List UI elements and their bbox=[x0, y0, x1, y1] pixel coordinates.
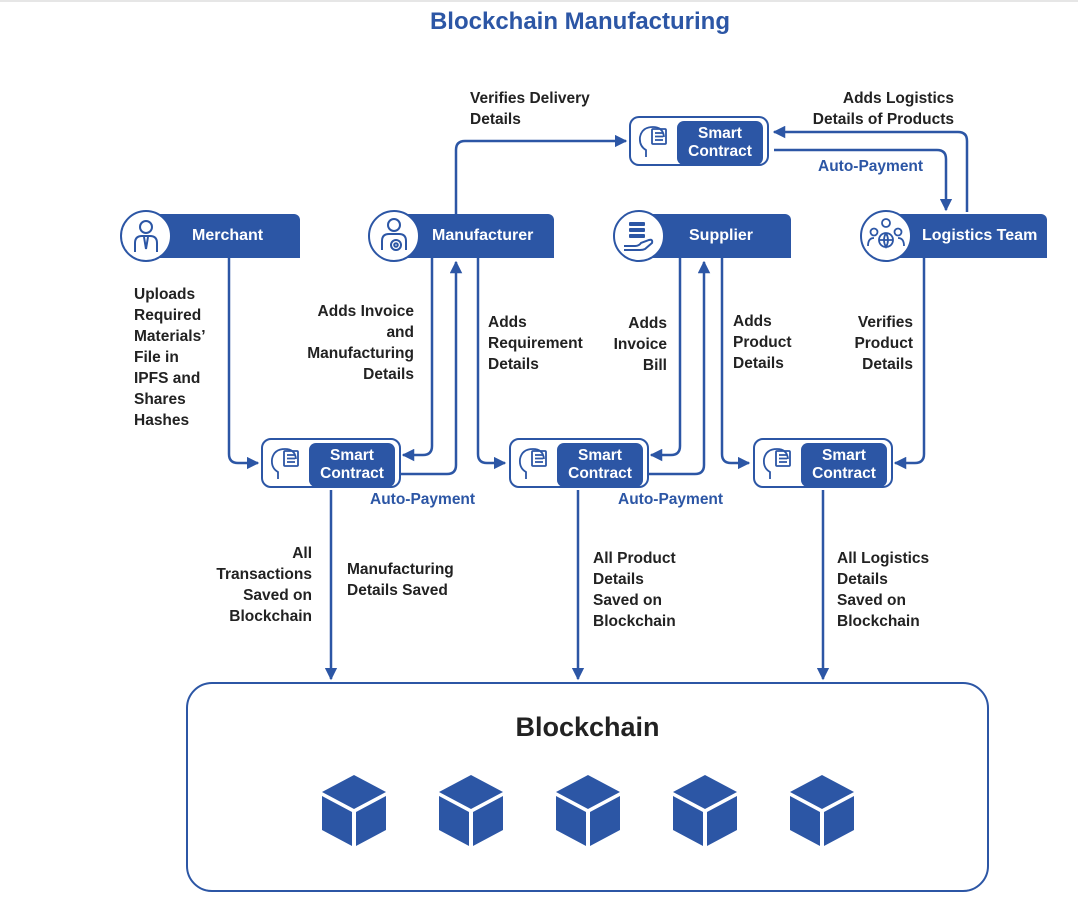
wire-merchant-to-left-contract bbox=[227, 258, 260, 470]
actor-merchant: Merchant bbox=[150, 214, 300, 258]
cube-icon bbox=[439, 775, 503, 846]
actor-merchant-label: Merchant bbox=[192, 227, 264, 244]
wire-middle-contract-to-supplier bbox=[649, 260, 711, 476]
wire-manufacturer-to-top-contract bbox=[454, 134, 628, 215]
smart-contract-right: Smart Contract bbox=[753, 438, 893, 488]
label-verifies-product: Verifies Product Details bbox=[854, 314, 913, 373]
contract-head-icon bbox=[762, 448, 791, 479]
smart-contract-left: Smart Contract bbox=[261, 438, 401, 488]
label-adds-requirement: Adds Requirement Details bbox=[488, 314, 583, 373]
smart-contract-top-label: Smart Contract bbox=[677, 121, 763, 165]
wire-manufacturer-to-left-contract bbox=[401, 258, 434, 462]
cube-icon bbox=[673, 775, 737, 846]
label-auto-payment-middle: Auto-Payment bbox=[618, 491, 724, 508]
actor-manufacturer: Manufacturer bbox=[398, 214, 554, 258]
blockchain-title: Blockchain bbox=[515, 712, 660, 742]
wire-logistics-to-right-contract bbox=[893, 258, 926, 470]
label-verifies-delivery: Verifies Delivery Details bbox=[470, 90, 590, 128]
smart-contract-right-label: Smart Contract bbox=[801, 443, 887, 487]
diagram-title: Blockchain Manufacturing bbox=[429, 8, 731, 35]
actor-supplier: Supplier bbox=[643, 214, 791, 258]
actor-supplier-label: Supplier bbox=[689, 227, 754, 244]
cube-icon bbox=[322, 775, 386, 846]
wire-logistics-to-top-contract bbox=[772, 125, 969, 212]
label-adds-invoice-bill: Adds Invoice Bill bbox=[613, 315, 667, 374]
actor-logistics-label: Logistics Team bbox=[922, 227, 1038, 244]
wire-supplier-to-right-contract bbox=[720, 258, 751, 470]
top-divider bbox=[0, 0, 1078, 2]
cube-icon bbox=[790, 775, 854, 846]
label-all-transactions: All Transactions Saved on Blockchain bbox=[216, 545, 312, 625]
contract-head-icon bbox=[270, 448, 299, 479]
wire-left-contract-to-manufacturer bbox=[401, 260, 463, 476]
wire-manufacturer-to-middle-contract bbox=[476, 258, 507, 470]
actor-logistics-team: Logistics Team bbox=[892, 214, 1047, 258]
label-adds-product: Adds Product Details bbox=[733, 313, 792, 372]
label-manufacturing-saved: Manufacturing Details Saved bbox=[347, 561, 454, 599]
smart-contract-left-label: Smart Contract bbox=[309, 443, 395, 487]
contract-head-icon bbox=[518, 448, 547, 479]
label-adds-logistics: Adds Logistics Details of Products bbox=[812, 90, 954, 128]
label-uploads-materials: Uploads Required Materials’ File in IPFS… bbox=[134, 286, 206, 429]
label-all-logistics: All Logistics Details Saved on Blockchai… bbox=[837, 550, 930, 630]
label-auto-payment-top: Auto-Payment bbox=[818, 158, 924, 175]
wire-top-contract-to-logistics bbox=[774, 148, 953, 212]
contract-head-icon bbox=[638, 126, 667, 157]
wire-supplier-to-middle-contract bbox=[649, 258, 682, 462]
actor-manufacturer-label: Manufacturer bbox=[432, 227, 534, 244]
label-adds-invoice-manufacturing: Adds Invoice and Manufacturing Details bbox=[307, 303, 414, 383]
supplier-hand-stack-icon bbox=[613, 210, 665, 262]
label-auto-payment-left: Auto-Payment bbox=[370, 491, 476, 508]
smart-contract-middle-label: Smart Contract bbox=[557, 443, 643, 487]
smart-contract-middle: Smart Contract bbox=[509, 438, 649, 488]
logistics-team-globe-icon bbox=[860, 210, 912, 262]
manufacturer-gear-person-icon bbox=[368, 210, 420, 262]
smart-contract-top: Smart Contract bbox=[629, 116, 769, 166]
merchant-person-icon bbox=[120, 210, 172, 262]
label-all-product: All Product Details Saved on Blockchain bbox=[593, 550, 676, 630]
cube-icon bbox=[556, 775, 620, 846]
